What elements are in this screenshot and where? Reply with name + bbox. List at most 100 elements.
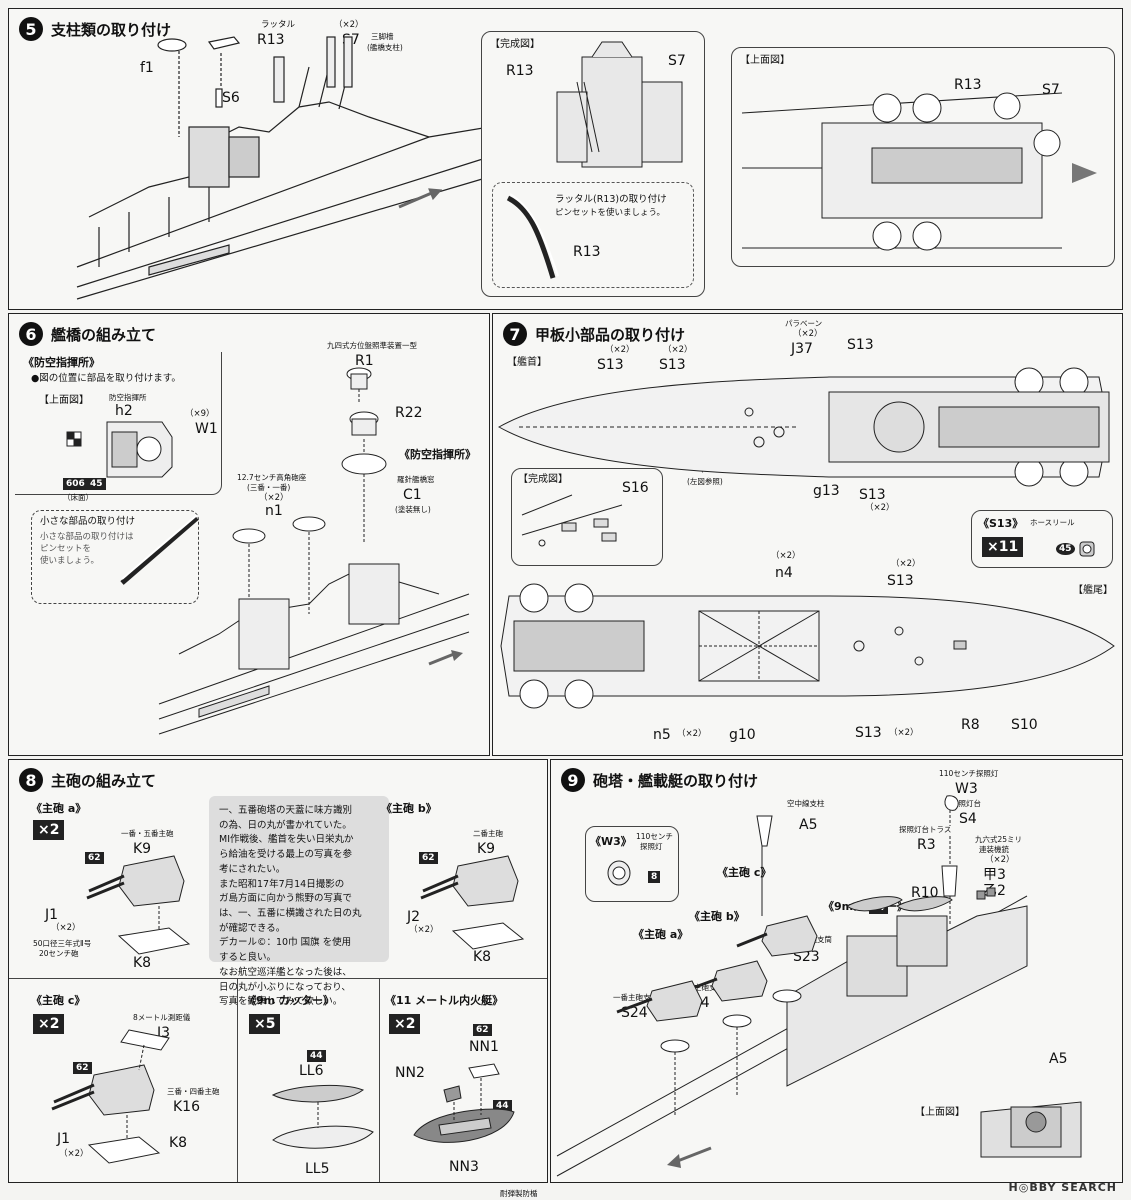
gun-a-k9: K9 — [133, 841, 152, 857]
step9-panel: 9 砲塔・艦載艇の取り付け 《W3》 110センチ 探照灯 8 110センチ探照… — [550, 759, 1123, 1183]
c1-note: 羅針艦橋窓 — [397, 475, 435, 484]
s16-note: (左図参照) — [687, 477, 723, 486]
gun-c-color: 62 — [73, 1062, 92, 1074]
done-bridge-drawing — [556, 41, 683, 168]
gun-c-k16: K16 — [173, 1099, 200, 1115]
top-view-bridge-drawing — [980, 1101, 1082, 1158]
s13-spec-box: 《S13》 ホースリール ×11 45 — [971, 510, 1113, 568]
decal-note: 一、五番砲塔の天蓋に味方識別 の為、日の丸が書かれていた。 MI作戦後、艦首を失… — [209, 796, 389, 1007]
paravane-note: パラベーン — [785, 319, 823, 328]
label-w3: W3 — [955, 781, 978, 797]
s13-box-title: 《S13》 — [978, 517, 1024, 530]
launch-color-62: 62 — [473, 1024, 492, 1036]
gun-a-mult: ×2 — [33, 820, 65, 840]
gun-b-color: 62 — [419, 852, 438, 864]
ratarr-note: ラッタル — [261, 20, 296, 30]
gun-c-title: 《主砲 c》 — [31, 994, 86, 1007]
launch-nn3: NN3 — [449, 1159, 479, 1175]
n4-x2: （×2） — [771, 551, 801, 561]
searchlight-icon — [607, 860, 631, 886]
step6-title: 艦橋の組み立て — [51, 325, 157, 344]
s13-f-x2: （×2） — [889, 728, 919, 738]
aa-desc: ●図の位置に部品を取り付けます。 — [31, 373, 181, 384]
s13-x2-b: （×2） — [663, 345, 693, 355]
step9-header: 9 砲塔・艦載艇の取り付け — [561, 768, 758, 792]
r3-note: 探照灯台トラス — [899, 825, 952, 834]
s13-c: S13 — [847, 337, 874, 353]
step5-top-view-box: 【上面図】 R13 S7 — [731, 47, 1115, 267]
label-n4: n4 — [775, 565, 793, 581]
bow-label: 【艦首】 — [507, 357, 547, 368]
note-line-5: また昭和17年7月14日撮影の — [219, 878, 345, 890]
label-n5: n5 — [653, 727, 671, 743]
note-line-10: すると良い。 — [219, 952, 277, 964]
top-view-deck-drawing — [741, 92, 1097, 251]
label-r1: R1 — [355, 353, 374, 369]
gun-a-gun1: 50口径三年式Ⅱ号 — [33, 939, 92, 948]
small-parts-tip-box: 小さな部品の取り付け 小さな部品の取り付けは ピンセットを 使いましょう。 — [31, 510, 199, 604]
s13-a: S13 — [597, 357, 624, 373]
gun-b-title: 《主砲 b》 — [381, 802, 437, 815]
stern-deck-plan — [500, 583, 1115, 709]
aa-top-view-drawing — [66, 421, 173, 478]
cutter-ll6: LL6 — [299, 1063, 324, 1079]
note-line-9: デカール©：10巾 国旗 を使用 — [219, 937, 352, 949]
gun-c-j1: J1 — [57, 1131, 71, 1147]
step7-title: 甲板小部品の取り付け — [535, 325, 686, 344]
step5-header: 5 支柱類の取り付け — [19, 17, 171, 41]
note-line-12: 日の丸が小ぶりになっており、 — [219, 981, 351, 993]
step7-done-title: 【完成図】 — [518, 474, 568, 485]
step8-divider-v2 — [379, 978, 380, 1182]
gun-c-x2: （×2） — [59, 1149, 89, 1159]
small-line1: 小さな部品の取り付けは — [40, 532, 134, 542]
launch-nn2: NN2 — [395, 1065, 425, 1081]
small-line3: 使いましょう。 — [40, 556, 99, 566]
tip-text1: ラッタル(R13)の取り付け — [555, 194, 667, 205]
note-line-13: 写真を観察してみて欲しい。 — [219, 996, 343, 1008]
step5-number: 5 — [19, 17, 43, 41]
step8-number: 8 — [19, 768, 43, 792]
ship-bridge-drawing — [76, 36, 490, 300]
tip-r13: R13 — [573, 244, 601, 260]
j37-x2: （×2） — [793, 329, 823, 339]
s13-e-x2: （×2） — [891, 559, 921, 569]
done-s7: S7 — [668, 53, 686, 69]
label-a5: A5 — [799, 817, 818, 833]
label-r22: R22 — [395, 405, 423, 421]
step7-done-box: 【完成図】 S16 — [511, 468, 663, 566]
turret-install-drawing — [556, 795, 1028, 1177]
cutter-ll5: LL5 — [305, 1161, 330, 1177]
w3-box-title: 《W3》 — [590, 835, 632, 848]
label-n1: n1 — [265, 503, 283, 519]
label-j37: J37 — [791, 341, 813, 357]
note-line-11: なお航空巡洋艦となった後は、 — [219, 966, 352, 978]
step8-panel: 8 主砲の組み立て 《主砲 a》 ×2 一番・五番主砲 K9 62 J1 （×2… — [8, 759, 548, 1183]
step6-header: 6 艦橋の組み立て — [19, 322, 156, 346]
direction-arrow — [667, 1146, 712, 1168]
launch-drawing — [413, 1063, 515, 1143]
top-view-label: 【上面図】 — [915, 1107, 965, 1118]
small-title: 小さな部品の取り付け — [40, 516, 136, 527]
step8-divider-v1 — [237, 978, 238, 1182]
gun-c-note: 三番・四番主砲 — [167, 1087, 220, 1096]
gun-b-note: 二番主砲 — [473, 829, 503, 838]
n5-x2: （×2） — [677, 729, 707, 739]
cutter-mult: ×5 — [249, 1014, 281, 1034]
gun-c-mult: ×2 — [33, 1014, 65, 1034]
step5-title: 支柱類の取り付け — [51, 20, 172, 39]
s4-note: 探照灯台 — [951, 799, 981, 808]
label-s10: S10 — [1011, 717, 1038, 733]
note-line-8: が確認できる。 — [219, 922, 286, 934]
aa-top: 【上面図】 — [39, 395, 89, 406]
w3-box-color: 8 — [648, 871, 661, 883]
bottom-note: 耐弾製防楯 — [500, 1189, 538, 1198]
s13-f: S13 — [855, 725, 882, 741]
aa-callout: 《防空指揮所》 ●図の位置に部品を取り付けます。 【上面図】 防空指揮所 h2 … — [15, 352, 222, 501]
gun-a-x2: （×2） — [51, 923, 81, 933]
label-a5b: A5 — [1049, 1051, 1068, 1067]
label-s6: S6 — [222, 90, 240, 106]
label-g13: g13 — [813, 483, 840, 499]
label-s23: S23 — [793, 949, 820, 965]
gun-c-drawing — [51, 1029, 170, 1164]
n1-x2: （×2） — [259, 493, 289, 503]
